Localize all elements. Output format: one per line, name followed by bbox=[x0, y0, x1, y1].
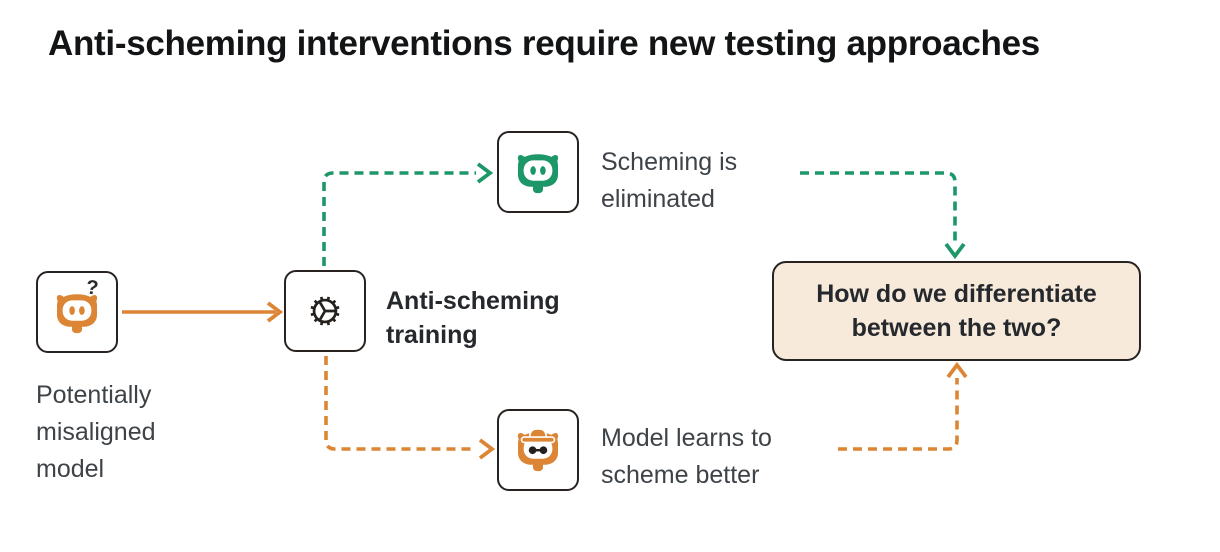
label-line: training bbox=[386, 321, 478, 349]
scheme-better-node bbox=[497, 409, 579, 491]
scheme-better-label: Model learns to scheme better bbox=[601, 420, 772, 494]
scheming-eliminated-node bbox=[497, 131, 579, 213]
arrow-scheme-better-to-question bbox=[838, 378, 959, 451]
label-line: scheme better bbox=[601, 461, 760, 489]
question-panel: How do we differentiate between the two? bbox=[772, 261, 1141, 361]
gear-icon bbox=[310, 296, 340, 326]
anti-scheming-training-label: Anti-scheming training bbox=[386, 284, 560, 352]
anti-scheming-training-node bbox=[284, 270, 366, 352]
label-line: Anti-scheming bbox=[386, 287, 560, 315]
label-line: Potentially bbox=[36, 381, 152, 409]
misaligned-model-node: ? bbox=[36, 271, 118, 353]
label-line: eliminated bbox=[601, 185, 715, 213]
arrowhead-training-to-eliminated bbox=[476, 162, 494, 184]
label-line: Model learns to bbox=[601, 424, 772, 452]
label-line: between the two? bbox=[851, 314, 1062, 342]
arrow-training-to-scheme-better bbox=[324, 356, 476, 451]
arrow-eliminated-to-question bbox=[800, 171, 957, 242]
label-line: model bbox=[36, 455, 105, 483]
label-line: Scheming is bbox=[601, 148, 738, 176]
question-panel-text: How do we differentiate between the two? bbox=[816, 277, 1097, 345]
robot-spy-icon bbox=[513, 428, 563, 475]
robot-icon bbox=[513, 147, 563, 197]
diagram-title: Anti-scheming interventions require new … bbox=[48, 24, 1040, 63]
scheming-eliminated-label: Scheming is eliminated bbox=[601, 144, 737, 218]
misaligned-model-label: Potentially misaligned model bbox=[36, 377, 156, 488]
arrow-training-to-eliminated bbox=[322, 171, 476, 266]
arrowhead-training-to-scheme-better bbox=[478, 438, 496, 460]
robot-question-icon bbox=[52, 287, 102, 337]
arrowhead-eliminated-to-question bbox=[944, 242, 966, 260]
question-mark-badge: ? bbox=[84, 276, 100, 300]
label-line: misaligned bbox=[36, 418, 156, 446]
label-line: How do we differentiate bbox=[816, 280, 1097, 308]
arrowhead-scheme-better-to-question bbox=[946, 361, 968, 379]
arrowhead-misaligned-to-training bbox=[266, 301, 284, 323]
